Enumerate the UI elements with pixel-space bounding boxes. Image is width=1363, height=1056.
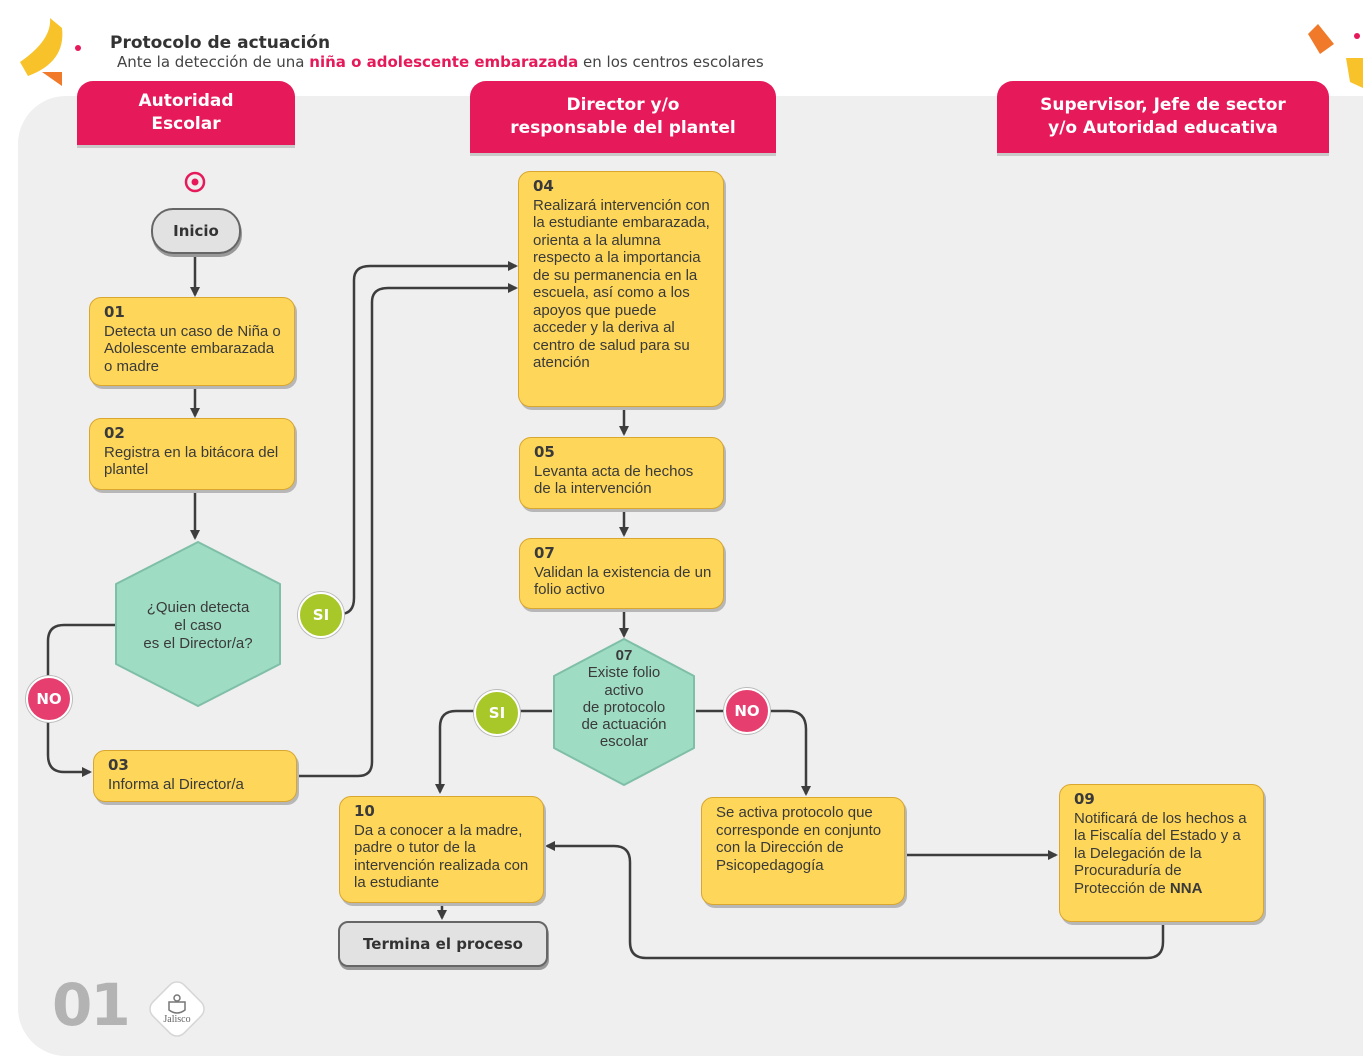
decision-2-text: 07 Existe folio activo de protocolo de a… bbox=[560, 647, 688, 751]
step-09-number: 09 bbox=[1074, 790, 1095, 808]
connector-decision2-si-to-10 bbox=[435, 709, 552, 794]
decision-1-no-badge: NO bbox=[26, 676, 72, 722]
lane2-line2: responsable del plantel bbox=[510, 118, 736, 138]
step-02-text: Registra en la bitácora del plantel bbox=[104, 443, 279, 479]
decision-1-line2: el caso bbox=[174, 617, 222, 634]
step-10-box: 10 Da a conocer a la madre, padre o tuto… bbox=[339, 796, 544, 903]
step-07-text: Validan la existencia de un folio activo bbox=[534, 563, 712, 599]
decision-2-line2: activo bbox=[604, 681, 644, 699]
step-01-text: Detecta un caso de Niña o Adolescente em… bbox=[104, 322, 281, 375]
connector-09-to-10 bbox=[545, 841, 1165, 960]
decision-2-number: 07 bbox=[615, 647, 633, 664]
lane3-line2: y/o Autoridad educativa bbox=[1048, 118, 1278, 138]
decision-1-text: ¿Quien detecta el caso es el Director/a? bbox=[126, 599, 270, 653]
decision-1-line3: es el Director/a? bbox=[143, 635, 253, 652]
step-07-number: 07 bbox=[534, 544, 555, 562]
decision-2-line1: Existe folio bbox=[587, 664, 661, 682]
lane3-line1: Supervisor, Jefe de sector bbox=[1040, 95, 1286, 116]
start-terminal: Inicio bbox=[151, 208, 241, 254]
step-02-box: 02 Registra en la bitácora del plantel bbox=[89, 418, 295, 490]
step-05-text: Levanta acta de hechos de la intervenció… bbox=[534, 462, 694, 498]
step-02-number: 02 bbox=[104, 424, 125, 442]
step-04-box: 04 Realizará intervención con la estudia… bbox=[518, 171, 724, 407]
decision-2-si-badge: SI bbox=[474, 690, 520, 736]
page-title: Protocolo de actuación bbox=[110, 33, 331, 53]
step-03-number: 03 bbox=[108, 756, 129, 774]
step-03-text: Informa al Director/a bbox=[108, 775, 244, 793]
connector-decision1-si-to-04 bbox=[339, 261, 518, 616]
step-05-number: 05 bbox=[534, 443, 555, 461]
decision-2-hexagon bbox=[553, 638, 695, 786]
decision-2-line3: de protocolo bbox=[582, 698, 666, 716]
step-07-box: 07 Validan la existencia de un folio act… bbox=[519, 538, 724, 609]
start-target-icon bbox=[184, 171, 206, 193]
page-number: 01 bbox=[52, 971, 131, 1039]
lane1-line2: Escolar bbox=[151, 114, 221, 134]
connector-decision2-no-to-psico bbox=[696, 709, 811, 796]
decision-2-no-badge: NO bbox=[724, 688, 770, 734]
subtitle-text-after: en los centros escolares bbox=[583, 53, 764, 71]
step-09-text-bold: NNA bbox=[1169, 879, 1203, 897]
decision-1-hexagon bbox=[115, 541, 281, 707]
step-03-box: 03 Informa al Director/a bbox=[93, 750, 297, 802]
decision-2-line5: escolar bbox=[599, 733, 649, 751]
decision-1-si-badge: SI bbox=[298, 592, 344, 638]
step-04-text: Realizará intervención con la estudiante… bbox=[533, 196, 710, 372]
jalisco-logo: Jalisco bbox=[142, 974, 212, 1044]
step-10-text: Da a conocer a la madre, padre o tutor d… bbox=[354, 821, 529, 892]
lane-header-autoridad-escolar: Autoridad Escolar bbox=[77, 81, 295, 145]
step-09-text: Notificará de los hechos a la Fiscalía d… bbox=[1074, 809, 1247, 897]
lane2-line1: Director y/o bbox=[566, 95, 680, 116]
connector-03-to-04 bbox=[298, 283, 518, 778]
jalisco-logo-text: Jalisco bbox=[163, 1014, 191, 1025]
end-terminal: Termina el proceso bbox=[338, 921, 548, 967]
subtitle-text-before: Ante la detección de una bbox=[117, 53, 305, 71]
lane-header-supervisor: Supervisor, Jefe de sector y/o Autoridad… bbox=[997, 81, 1329, 153]
step-05-box: 05 Levanta acta de hechos de la interven… bbox=[519, 437, 724, 509]
step-04-number: 04 bbox=[533, 177, 554, 195]
step-01-box: 01 Detecta un caso de Niña o Adolescente… bbox=[89, 297, 295, 386]
step-10-number: 10 bbox=[354, 802, 375, 820]
lane-header-director: Director y/o responsable del plantel bbox=[470, 81, 776, 153]
lane1-line1: Autoridad bbox=[138, 91, 234, 112]
decision-1-line1: ¿Quien detecta bbox=[146, 599, 250, 616]
step-09-box: 09 Notificará de los hechos a la Fiscalí… bbox=[1059, 784, 1264, 922]
step-01-number: 01 bbox=[104, 303, 125, 321]
decision-2-line4: de actuación bbox=[581, 716, 667, 733]
page-subtitle: Ante la detección de una niña o adolesce… bbox=[117, 53, 764, 71]
psicopedagogia-box: Se activa protocolo que corresponde en c… bbox=[701, 797, 905, 905]
subtitle-highlight: niña o adolescente embarazada bbox=[309, 53, 579, 71]
jalisco-logo-diamond bbox=[149, 981, 205, 1037]
psicopedagogia-text: Se activa protocolo que corresponde en c… bbox=[716, 804, 882, 874]
